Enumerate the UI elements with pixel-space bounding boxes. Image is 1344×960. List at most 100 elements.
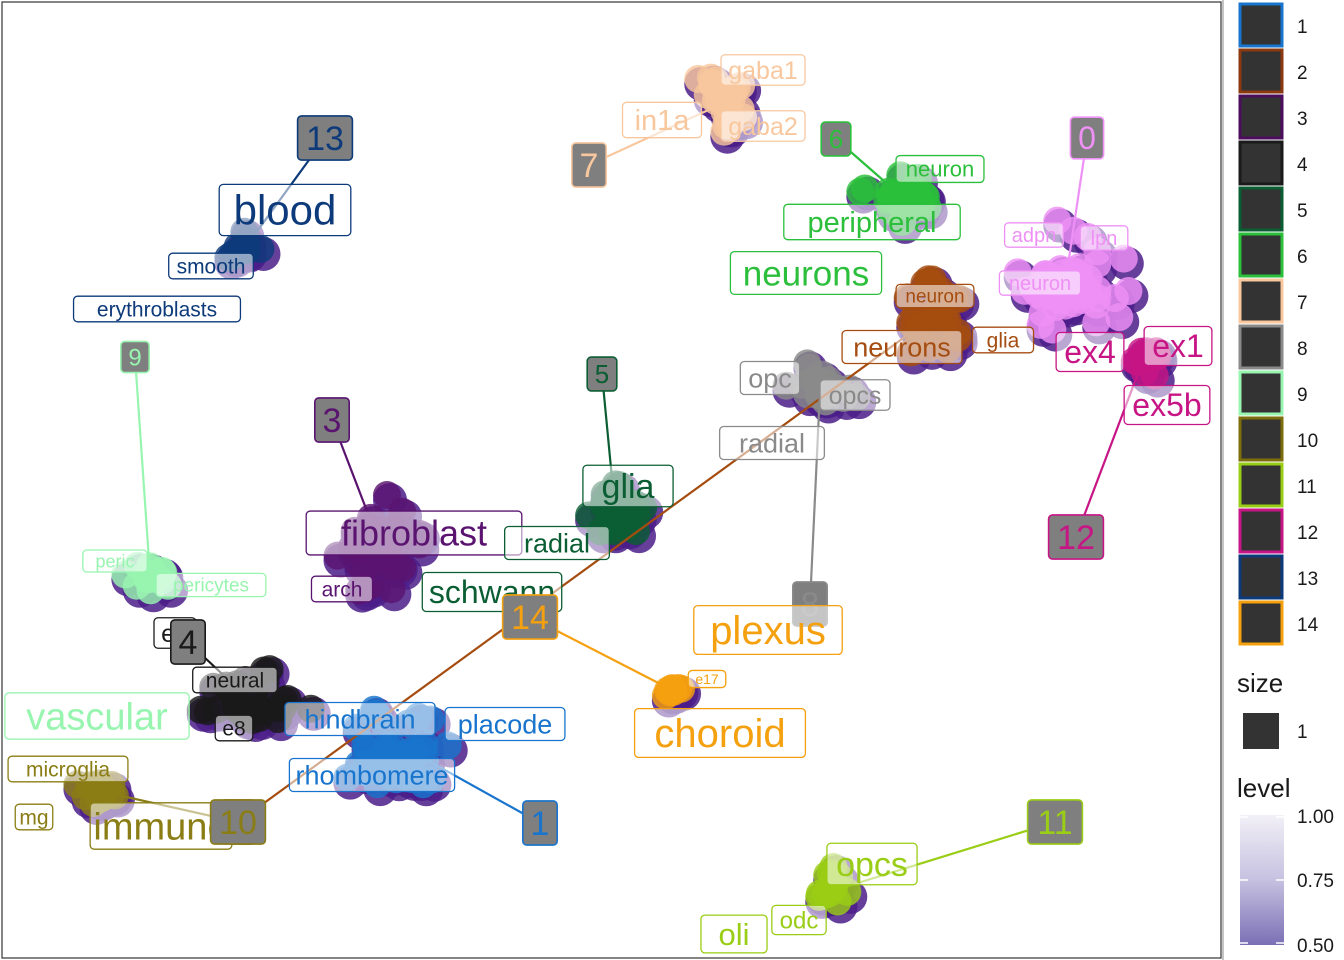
badge-text: 1 <box>531 805 550 843</box>
badge-text: 14 <box>511 599 549 637</box>
cluster-6-point <box>846 177 875 206</box>
label-box <box>1055 331 1125 373</box>
cluster-2-label-2: glia <box>971 326 1035 354</box>
label-text: ex5b <box>1132 387 1201 423</box>
cluster-0-label-2: neuron <box>998 270 1082 296</box>
cluster-0-point <box>1109 244 1138 273</box>
cluster-2-point <box>933 306 962 335</box>
label-box <box>444 706 566 742</box>
label-box <box>503 525 611 561</box>
cluster-9-label-0: peric <box>82 549 148 573</box>
label-text: neurons <box>743 254 869 293</box>
cluster-12-point <box>1140 361 1169 390</box>
label-text: neuron <box>905 287 964 308</box>
legend-label: 1 <box>1297 17 1308 38</box>
legend-label: 12 <box>1297 523 1318 544</box>
label-text: mg <box>19 806 48 829</box>
label-text: gaba1 <box>728 57 798 85</box>
cluster-8-label-1: opcs <box>819 379 891 411</box>
level-legend-title: level <box>1237 773 1290 803</box>
cluster-6-point <box>874 177 903 206</box>
label-box <box>582 464 674 508</box>
label-text: radial <box>739 428 805 458</box>
cluster-0-point <box>1051 291 1080 320</box>
label-text: odc <box>780 907 819 934</box>
legend-key <box>1238 2 1284 48</box>
label-text: oli <box>718 917 749 952</box>
label-text: adpn <box>1012 225 1057 247</box>
legend-label: 9 <box>1297 385 1308 406</box>
legend-item-cluster-4: 4 <box>1238 140 1308 186</box>
label-box <box>284 701 436 737</box>
cluster-0-point <box>1083 276 1112 305</box>
label-box <box>720 110 806 142</box>
label-text: glia <box>987 329 1020 352</box>
label-box <box>14 803 54 831</box>
legend-item-cluster-7: 7 <box>1238 278 1308 324</box>
label-text: opcs <box>829 382 882 410</box>
cluster-8-label-0: opc <box>739 360 801 396</box>
label-text: vascular <box>26 696 168 738</box>
legend-label: 3 <box>1297 109 1308 130</box>
legend-key <box>1238 324 1284 370</box>
badge-text: 5 <box>595 359 609 389</box>
cluster-5-badge: 5 <box>586 356 618 392</box>
badge-box <box>1047 514 1105 560</box>
cluster-0-point <box>1083 250 1112 279</box>
label-text: neurons <box>853 332 951 362</box>
cluster-9-label-2: vascular <box>4 692 190 740</box>
cluster-4-badge: 4 <box>170 619 207 665</box>
cluster-9-leader-line <box>133 356 152 576</box>
legend-label: 2 <box>1297 63 1308 84</box>
cluster-1-label-0: hindbrain <box>284 701 436 737</box>
cluster-8-leader-line <box>808 389 822 605</box>
label-text: peripheral <box>808 207 937 239</box>
cluster-11-badge: 11 <box>1026 799 1084 845</box>
cluster-1-badge: 1 <box>521 800 558 846</box>
legend-item-cluster-10: 10 <box>1238 416 1318 462</box>
label-box <box>621 101 703 139</box>
label-box <box>7 755 129 783</box>
cluster-5-label-0: glia <box>582 464 674 508</box>
label-text: neuron <box>906 157 975 182</box>
badge-text: 4 <box>179 624 198 662</box>
label-text: e8 <box>222 717 245 740</box>
panel-border <box>1 1 1222 959</box>
legend-key <box>1238 232 1284 278</box>
level-tick-label: 1.00 <box>1297 807 1334 828</box>
cluster-14-label-2: choroid <box>633 707 807 759</box>
legend-item-cluster-12: 12 <box>1238 508 1318 554</box>
cluster-2-label-1: neurons <box>841 329 963 365</box>
legend-key <box>1238 554 1284 600</box>
badge-text: 12 <box>1057 519 1095 557</box>
legend-item-cluster-8: 8 <box>1238 324 1308 370</box>
label-text: microglia <box>26 758 110 781</box>
cluster-10-label-1: mg <box>14 803 54 831</box>
legend-item-cluster-13: 13 <box>1238 554 1318 600</box>
cluster-13-label-1: smooth <box>168 252 254 280</box>
cluster-11-label-2: oli <box>700 914 768 954</box>
legend-item-cluster-14: 14 <box>1238 600 1319 646</box>
legend-item-cluster-2: 2 <box>1238 48 1308 94</box>
cluster-14-label-1: e17 <box>687 669 727 689</box>
cluster-10-label-2: immune <box>89 802 233 850</box>
legend-key <box>1238 416 1284 462</box>
cluster-1-label-2: rhombomere <box>288 757 456 793</box>
label-box <box>729 250 883 295</box>
label-text: fibroblast <box>341 513 487 554</box>
label-text: smooth <box>177 255 246 278</box>
label-box <box>214 714 254 742</box>
label-text: opc <box>748 363 792 393</box>
legend-label: 11 <box>1297 477 1317 498</box>
label-box <box>739 360 801 396</box>
label-box <box>971 326 1035 354</box>
label-box <box>192 666 278 694</box>
legend-key <box>1238 600 1284 646</box>
label-text: blood <box>234 187 337 234</box>
cluster-3-label-1: arch <box>310 575 374 603</box>
badge-box <box>120 340 151 374</box>
cluster-9-label-1: pericytes <box>155 572 267 598</box>
legend-key <box>1238 186 1284 232</box>
cluster-4-point <box>186 695 215 724</box>
